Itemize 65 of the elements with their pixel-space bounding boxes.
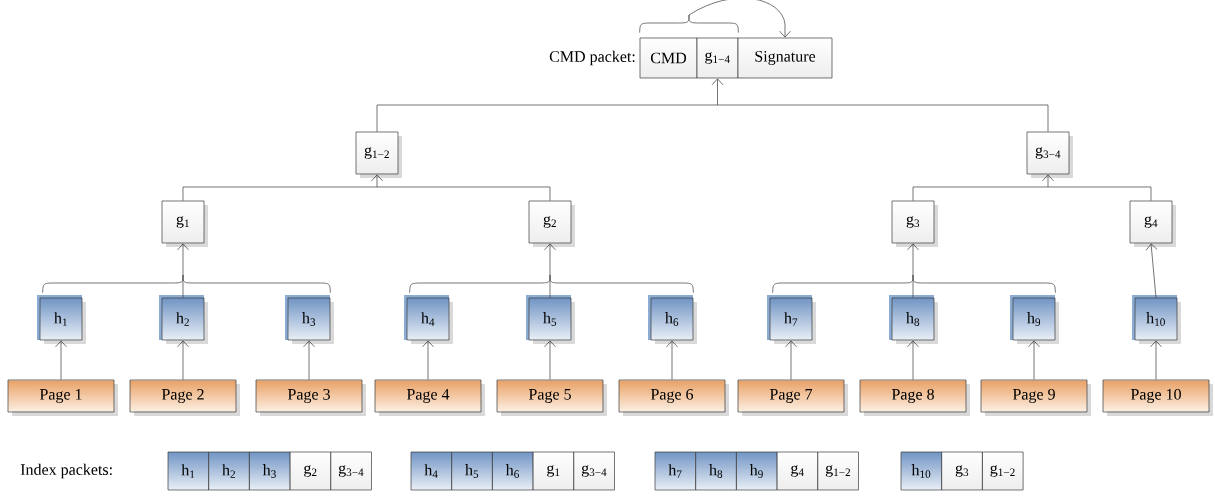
- arrow: [544, 340, 556, 380]
- hash-box: g$_{1}$: [161, 200, 208, 247]
- hash-box: h$_{4}$: [404, 295, 453, 344]
- arrow: [912, 174, 1152, 201]
- packet-cell: h$_{1}$: [167, 451, 210, 491]
- packet-cell: h$_{4}$: [410, 451, 453, 491]
- page-box: Page 1: [7, 379, 118, 416]
- page-box: Page 3: [255, 379, 366, 416]
- arrow: [422, 340, 434, 380]
- hash-box: h$_{1}$: [37, 295, 86, 344]
- page-box: Page 4: [374, 379, 485, 416]
- page-box: Page 8: [859, 379, 970, 416]
- packet-cell: g$_{4}$: [776, 451, 819, 491]
- arrow: [303, 340, 315, 380]
- packet-cell: h$_{3}$: [249, 451, 291, 491]
- arrow: [1145, 243, 1158, 298]
- packet-cell: h$_{2}$: [208, 451, 250, 491]
- packet-cell: CMD: [639, 37, 698, 79]
- arrow: [666, 340, 678, 380]
- hash-box: g$_{2}$: [528, 200, 575, 247]
- packet-cell: g$_{3}$: [941, 451, 983, 491]
- label-text: Index packets:: [20, 463, 112, 479]
- packet-cell: g$_{3−4}$: [330, 451, 372, 491]
- page-box: Page 9: [980, 379, 1091, 416]
- brace-arrow: [639, 0, 791, 38]
- hash-box: h$_{6}$: [648, 295, 697, 344]
- packet-cell: h$_{10}$: [900, 451, 943, 491]
- hash-box: h$_{7}$: [767, 295, 816, 344]
- arrow: [182, 174, 551, 201]
- arrow: [1150, 340, 1162, 380]
- packet-cell: g$_{2}$: [289, 451, 332, 491]
- hash-box: h$_{3}$: [285, 295, 334, 344]
- packet-cell: g$_{1−2}$: [817, 451, 859, 491]
- arrow: [785, 340, 797, 380]
- page-box: Page 7: [737, 379, 848, 416]
- page-box: Page 6: [618, 379, 729, 416]
- hash-box: g$_{4}$: [1129, 200, 1176, 247]
- packet-cell: h$_{7}$: [654, 451, 697, 491]
- packet-cell: g$_{1}$: [532, 451, 575, 491]
- hash-box: h$_{10}$: [1132, 295, 1181, 344]
- packet-cell: g$_{3−4}$: [573, 451, 615, 491]
- page-box: Page 2: [129, 379, 240, 416]
- brace-arrow: [42, 243, 331, 298]
- packet-cell: h$_{6}$: [492, 451, 534, 491]
- brace-arrow: [772, 243, 1056, 298]
- hash-box: h$_{9}$: [1010, 295, 1059, 344]
- brace-arrow: [409, 243, 694, 298]
- hash-box: h$_{2}$: [159, 295, 208, 344]
- page-box: Page 5: [496, 379, 607, 416]
- hash-box: g$_{1−2}$: [355, 131, 402, 178]
- packet-cell: h$_{9}$: [736, 451, 778, 491]
- arrow: [55, 340, 67, 380]
- hash-box: h$_{5}$: [526, 295, 575, 344]
- arrow: [907, 340, 919, 380]
- hash-box: g$_{3}$: [891, 200, 938, 247]
- page-box: Page 10: [1102, 379, 1213, 416]
- hash-box: g$_{3−4}$: [1026, 131, 1073, 178]
- packet-cell: g$_{1−2}$: [982, 451, 1024, 491]
- packet-cell: h$_{8}$: [695, 451, 737, 491]
- hash-box: h$_{8}$: [889, 295, 938, 344]
- packet-cell: g$_{1−4}$: [696, 37, 739, 79]
- arrow: [1028, 340, 1040, 380]
- arrow: [177, 340, 189, 380]
- packet-cell: h$_{5}$: [451, 451, 493, 491]
- arrow: [376, 78, 1049, 132]
